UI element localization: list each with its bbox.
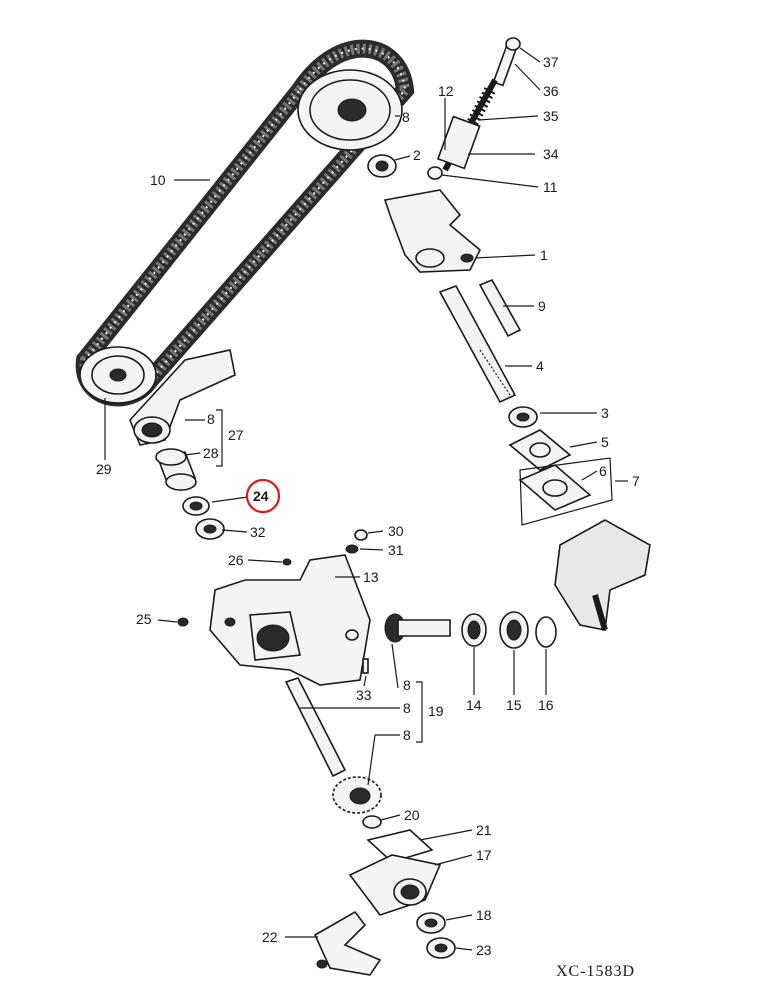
cover-7 — [554, 519, 651, 631]
label-35: 35 — [543, 108, 559, 124]
label-3: 3 — [601, 405, 609, 421]
label-25: 25 — [136, 611, 152, 627]
bearing-32 — [195, 518, 225, 540]
label-27-sub-8: 8 — [207, 411, 215, 427]
label-34: 34 — [543, 146, 559, 162]
lower-housing-17 — [348, 854, 442, 916]
label-33: 33 — [356, 687, 372, 703]
highlighted-callout-24: 24 — [245, 478, 281, 514]
seal-14 — [461, 613, 487, 647]
bracket-1 — [383, 189, 481, 273]
bearing-3 — [508, 406, 538, 428]
ring-16 — [535, 616, 557, 648]
washer-20 — [362, 815, 382, 829]
washer-31 — [345, 544, 359, 554]
bearing-15 — [499, 611, 529, 649]
bearing-18 — [416, 912, 446, 934]
bearing-2 — [367, 154, 397, 178]
label-28: 28 — [203, 445, 219, 461]
label-18: 18 — [476, 907, 492, 923]
label-31: 31 — [388, 542, 404, 558]
bearing-23 — [426, 937, 456, 959]
label-21: 21 — [476, 822, 492, 838]
plate-6 — [518, 457, 613, 526]
label-5: 5 — [601, 434, 609, 450]
label-11: 11 — [543, 179, 558, 195]
bevel-gear — [332, 776, 382, 814]
figure-code: XC-1583D — [556, 963, 635, 980]
shaft-4 — [438, 285, 517, 404]
label-8: 8 — [402, 109, 410, 125]
upper-pulley — [297, 69, 403, 151]
label-22: 22 — [262, 929, 278, 945]
label-10: 10 — [150, 172, 166, 188]
vertical-shaft — [284, 677, 347, 778]
gearbox-housing — [209, 554, 371, 686]
label-19-sub-8b: 8 — [403, 700, 411, 716]
screw-26 — [282, 558, 292, 566]
label-37: 37 — [543, 54, 559, 70]
label-7: 7 — [632, 473, 640, 489]
label-4: 4 — [536, 358, 544, 374]
sleeve-28 — [155, 448, 197, 491]
label-32: 32 — [250, 524, 266, 540]
label-17: 17 — [476, 847, 492, 863]
label-14: 14 — [466, 697, 482, 713]
pinion-shaft — [384, 613, 451, 643]
lever-22 — [313, 910, 382, 976]
label-27: 27 — [228, 427, 244, 443]
label-16: 16 — [538, 697, 554, 713]
label-19-sub-8a: 8 — [403, 677, 411, 693]
label-26: 26 — [228, 552, 244, 568]
label-6: 6 — [599, 463, 607, 479]
tensioner-arm — [129, 349, 236, 446]
seal-ring-24 — [182, 496, 210, 516]
highlight-circle — [245, 478, 281, 514]
gasket-5 — [508, 429, 572, 471]
label-13: 13 — [363, 569, 379, 585]
lower-pulley — [79, 346, 157, 404]
part-labels: 10 8 2 12 37 36 35 34 11 1 9 4 3 5 6 7 2… — [96, 54, 640, 980]
label-19: 19 — [428, 703, 444, 719]
gasket-21 — [366, 829, 434, 863]
label-2: 2 — [413, 147, 421, 163]
label-36: 36 — [543, 83, 559, 99]
plug-30 — [354, 529, 368, 541]
label-29: 29 — [96, 461, 112, 477]
label-15: 15 — [506, 697, 522, 713]
label-30: 30 — [388, 523, 404, 539]
label-20: 20 — [404, 807, 420, 823]
label-19-sub-8c: 8 — [403, 727, 411, 743]
label-24: 24 — [253, 488, 269, 504]
label-12: 12 — [438, 83, 454, 99]
pin-33 — [362, 658, 369, 674]
label-1: 1 — [540, 247, 548, 263]
screw-25 — [177, 617, 189, 627]
label-23: 23 — [476, 942, 492, 958]
label-9: 9 — [538, 298, 546, 314]
tensioner-rod — [427, 37, 521, 180]
leader-lines — [104, 47, 628, 951]
pin-9 — [478, 278, 522, 338]
